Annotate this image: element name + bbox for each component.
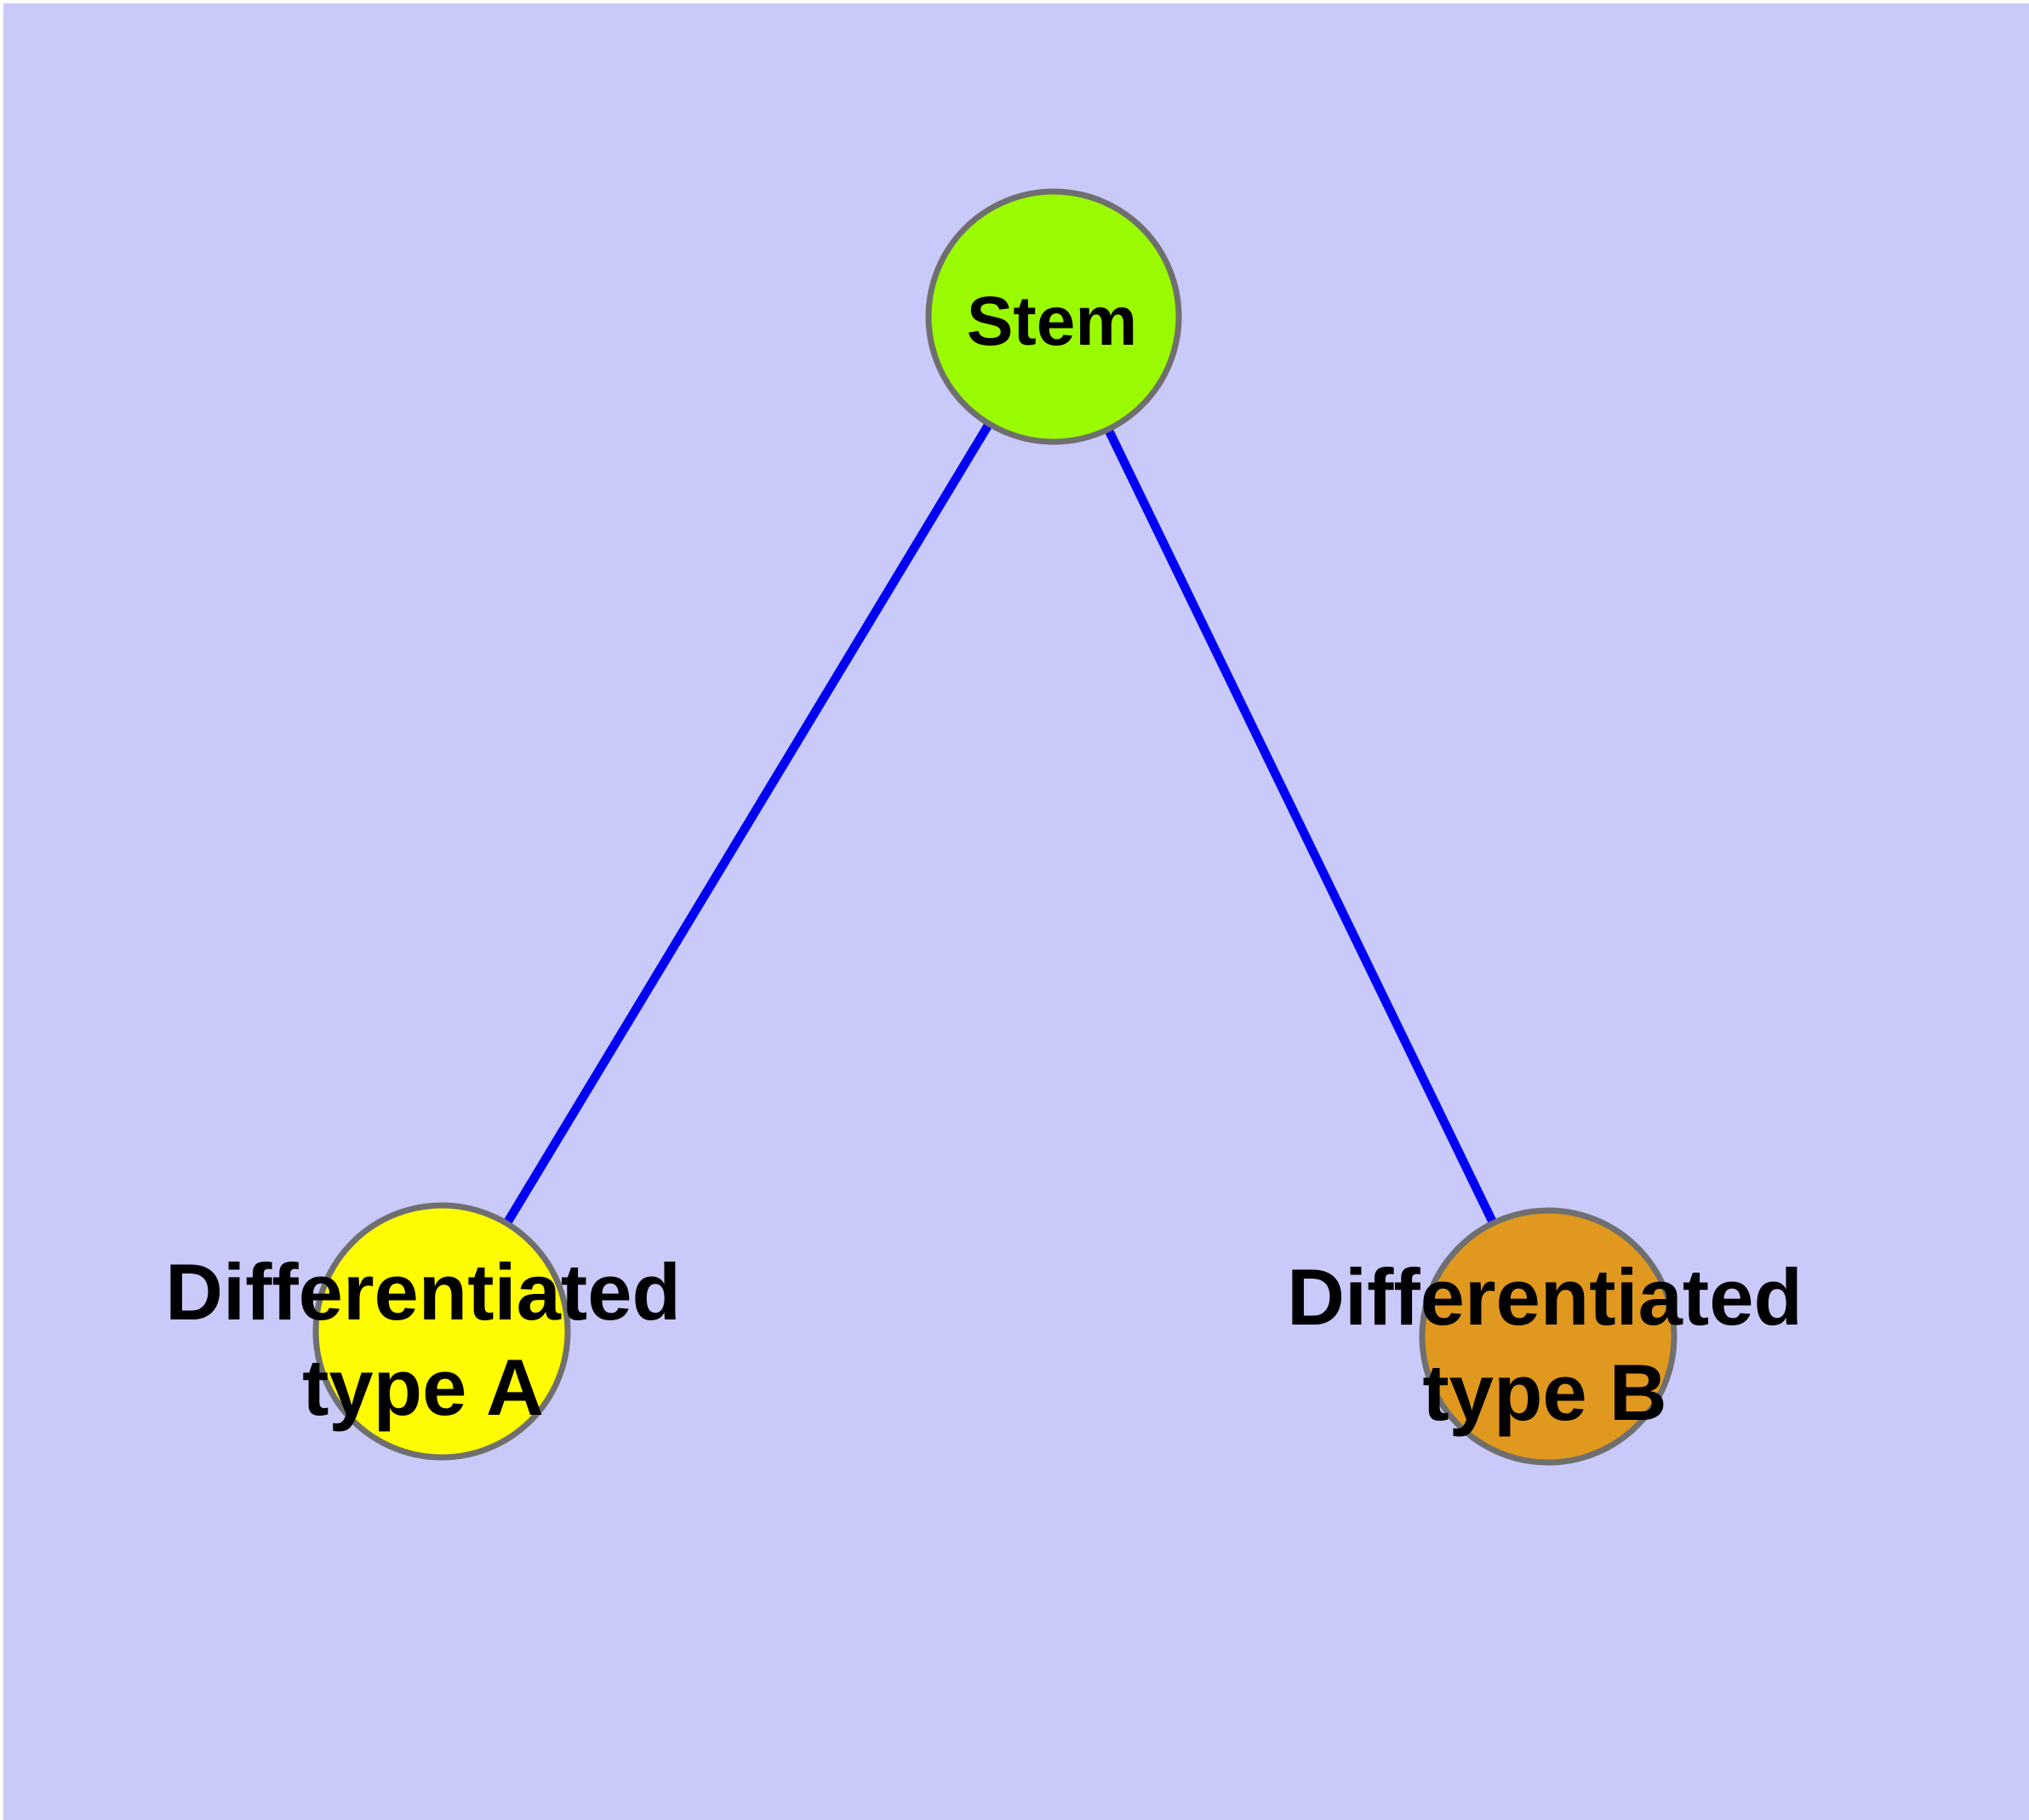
edge-stem-to-type-a <box>437 314 1058 1334</box>
node-stem-label: Stem <box>967 283 1138 360</box>
node-stem <box>925 188 1182 445</box>
node-type-b-label-line2: type B <box>1422 1348 1666 1437</box>
edge-stem-to-type-b <box>1049 314 1552 1339</box>
node-type-a-label-line1: Differentiated <box>165 1247 681 1336</box>
node-type-a-label-line2: type A <box>302 1342 544 1432</box>
node-differentiated-type-a <box>312 1202 571 1461</box>
node-type-b-label-line1: Differentiated <box>1287 1252 1803 1342</box>
node-differentiated-type-b <box>1419 1207 1677 1466</box>
